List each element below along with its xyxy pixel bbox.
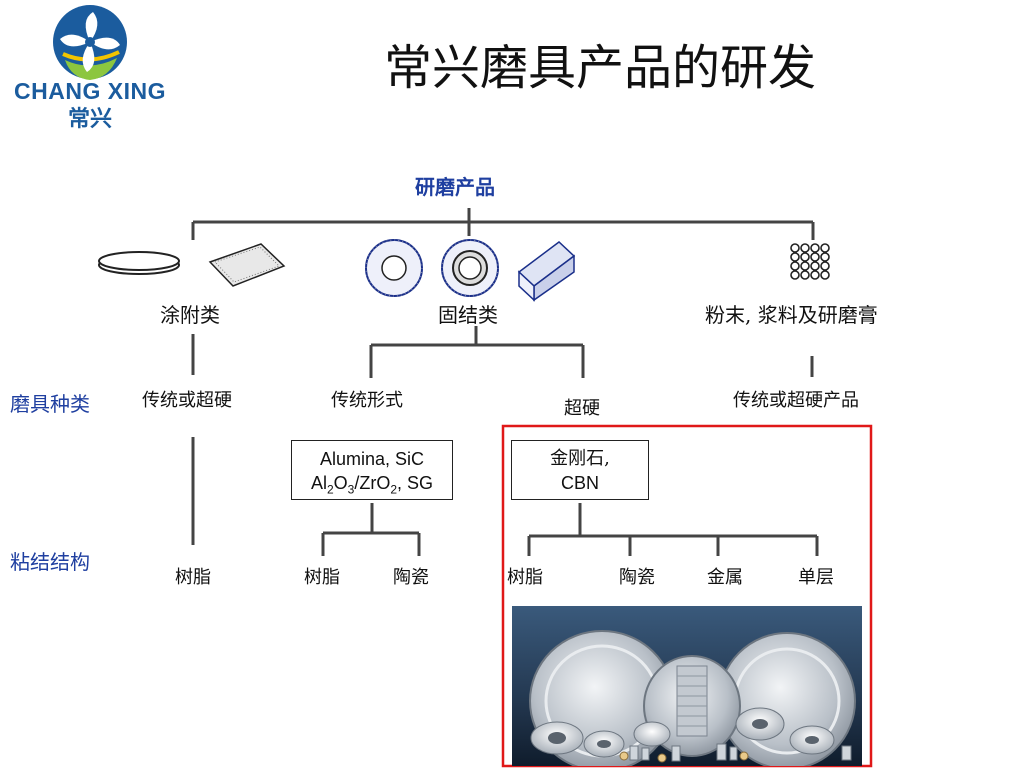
bond-superhard-metal: 金属 (707, 567, 743, 588)
type-powder: 传统或超硬产品 (733, 390, 859, 411)
bond-superhard-resin: 树脂 (507, 567, 543, 588)
bond-coated-resin: 树脂 (175, 567, 211, 588)
grinding-wheel-icon (365, 239, 423, 297)
category-bonded: 固结类 (438, 303, 498, 327)
connector-lines (191, 208, 819, 556)
side-label-types: 磨具种类 (10, 392, 90, 416)
bond-traditional-resin: 树脂 (304, 567, 340, 588)
box-traditional-line1: Alumina, SiC (319, 449, 425, 469)
superhard-products-photo (512, 606, 862, 770)
side-label-bond: 粘结结构 (10, 550, 90, 574)
logo-pinwheel-icon (53, 5, 127, 80)
superhard-highlight-frame (501, 424, 873, 768)
box-traditional-materials: Alumina, SiC Al2O3/ZrO2, SG (291, 440, 453, 500)
logo-name-cn: 常兴 (67, 107, 112, 132)
bond-traditional-vitrified: 陶瓷 (393, 567, 429, 588)
logo-name-en: CHANG XING (14, 78, 166, 104)
type-superhard: 超硬 (564, 398, 600, 419)
page-title: 常兴磨具产品的研发 (383, 40, 816, 96)
box-superhard-materials: 金刚石, CBN (511, 440, 649, 500)
category-coated: 涂附类 (160, 303, 220, 327)
box-superhard-line2: CBN (560, 473, 599, 493)
type-coated: 传统或超硬 (142, 390, 232, 411)
box-traditional-line2: Al2O3/ZrO2, SG (310, 473, 434, 497)
type-traditional: 传统形式 (331, 390, 403, 411)
sandpaper-sheet-icon (208, 243, 286, 287)
abrasive-powder-icon (790, 243, 830, 280)
bond-superhard-single-layer: 单层 (798, 567, 834, 588)
abrasive-belt-icon (98, 251, 180, 275)
cup-wheel-icon (441, 239, 499, 297)
oilstone-block-icon (517, 241, 576, 302)
bond-superhard-vitrified: 陶瓷 (619, 567, 655, 588)
chang-xing-logo: CHANG XING 常兴 (5, 2, 175, 132)
category-powder: 粉末, 浆料及研磨膏 (705, 303, 878, 327)
root-label: 研磨产品 (415, 175, 495, 199)
box-superhard-line1: 金刚石, (550, 448, 610, 469)
